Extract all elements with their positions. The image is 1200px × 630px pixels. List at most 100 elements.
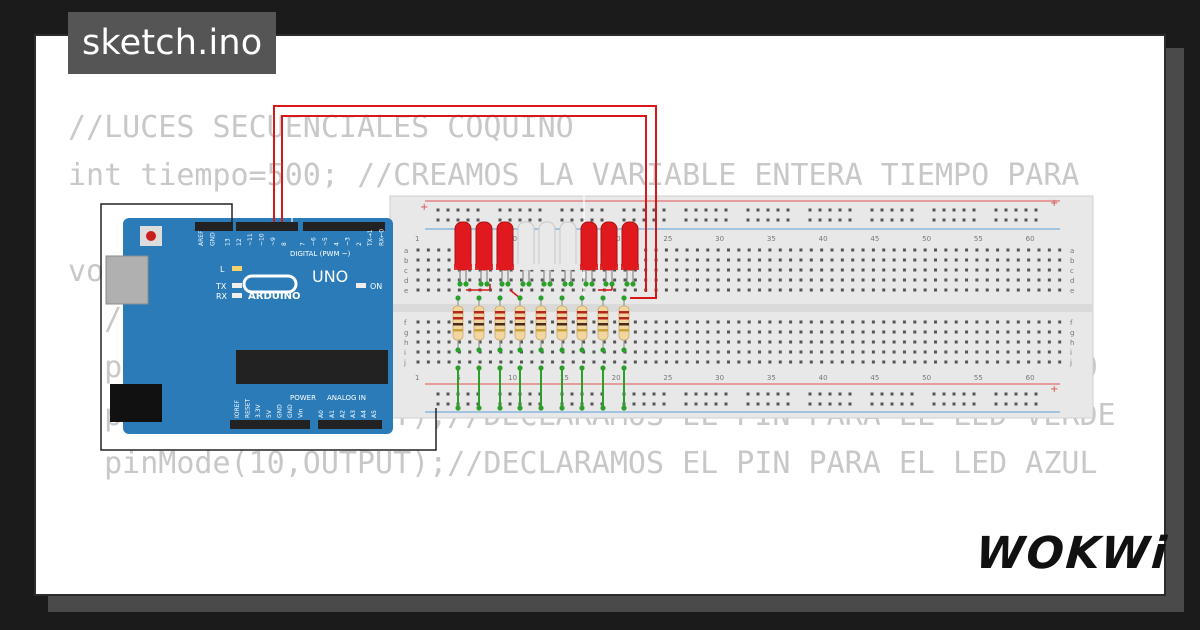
hole [820,360,824,364]
hole [923,360,927,364]
hole [840,330,844,334]
hole [509,330,513,334]
resistor[interactable] [556,295,568,353]
hole [1027,340,1031,344]
rail-hole [838,402,842,406]
hole [561,278,565,282]
rail-hole [652,402,656,406]
hole [561,288,565,292]
resistor[interactable] [452,295,464,353]
hole [592,360,596,364]
rail-hole [818,208,822,212]
led-white[interactable] [517,221,535,287]
hole [695,278,699,282]
hole [737,340,741,344]
hole [840,288,844,292]
rail-hole [632,208,636,212]
resistor[interactable] [597,295,609,353]
hole [861,350,865,354]
hole [1016,278,1020,282]
resistor[interactable] [535,295,547,353]
hole [747,288,751,292]
led-red[interactable] [621,221,639,287]
resistor[interactable] [618,295,630,353]
rail-hole [786,392,790,396]
rail-hole [828,218,832,222]
led-red[interactable] [475,221,493,287]
hole [1058,258,1062,262]
rail-hole [694,392,698,396]
hole [447,320,451,324]
hole [851,258,855,262]
hole [416,288,420,292]
led-white[interactable] [559,221,577,287]
rail-hole [570,392,574,396]
pin-label: RESET [245,398,252,418]
rail-hole [880,218,884,222]
hole [851,288,855,292]
hole [954,350,958,354]
hole [965,248,969,252]
hole [1006,288,1010,292]
hole [727,360,730,364]
reset-button-cap[interactable] [146,231,156,241]
hole [758,288,762,292]
hole [934,350,937,354]
led-red[interactable] [580,221,598,287]
rail-hole [704,208,708,212]
hole [457,288,461,292]
rail-hole [714,218,718,222]
rail-hole [746,402,750,406]
hole [592,330,596,334]
led-red[interactable] [600,221,618,287]
led-red[interactable] [496,221,514,287]
rail-hole [900,392,904,396]
hole [437,330,441,334]
rail-hole [714,402,718,406]
hole [706,258,710,262]
pin-label: AREF [198,230,205,246]
hole [633,330,637,334]
hole [789,258,793,262]
resistor[interactable] [576,295,588,353]
hole [664,248,668,252]
hole [913,340,917,344]
hole [613,278,617,282]
rail-hole [962,392,966,396]
rail-hole [870,218,874,222]
hole [509,350,513,354]
resistor[interactable] [514,295,526,353]
resistor[interactable] [473,295,485,353]
hole [902,278,906,282]
rail-hole [580,218,584,222]
hole [758,320,762,324]
rail-hole [570,218,574,222]
hole [416,320,420,324]
hole [923,320,927,324]
rail-hole [456,208,460,212]
hole [1006,278,1010,282]
rail-hole [1004,218,1008,222]
row-letter: i [1070,349,1072,357]
led-white[interactable] [538,221,556,287]
hole [685,278,689,282]
column-number: 45 [870,235,879,243]
hole [737,288,741,292]
arduino-uno-board[interactable]: UNO ARDUINO DIGITAL (PWM ~) POWER ANALOG… [105,218,393,434]
hole [934,268,937,272]
pin-label: GND [276,404,283,418]
rail-hole [1014,218,1018,222]
hole [820,340,824,344]
hole [695,360,699,364]
rail-hole [652,392,656,396]
row-letter: a [1070,247,1074,255]
rail-hole [952,208,956,212]
rail-hole [652,218,656,222]
rail-hole [508,392,512,396]
pin-label: 8 [281,242,288,246]
hole [747,320,751,324]
led-red[interactable] [454,221,472,287]
resistor[interactable] [494,295,506,353]
hole [913,350,917,354]
